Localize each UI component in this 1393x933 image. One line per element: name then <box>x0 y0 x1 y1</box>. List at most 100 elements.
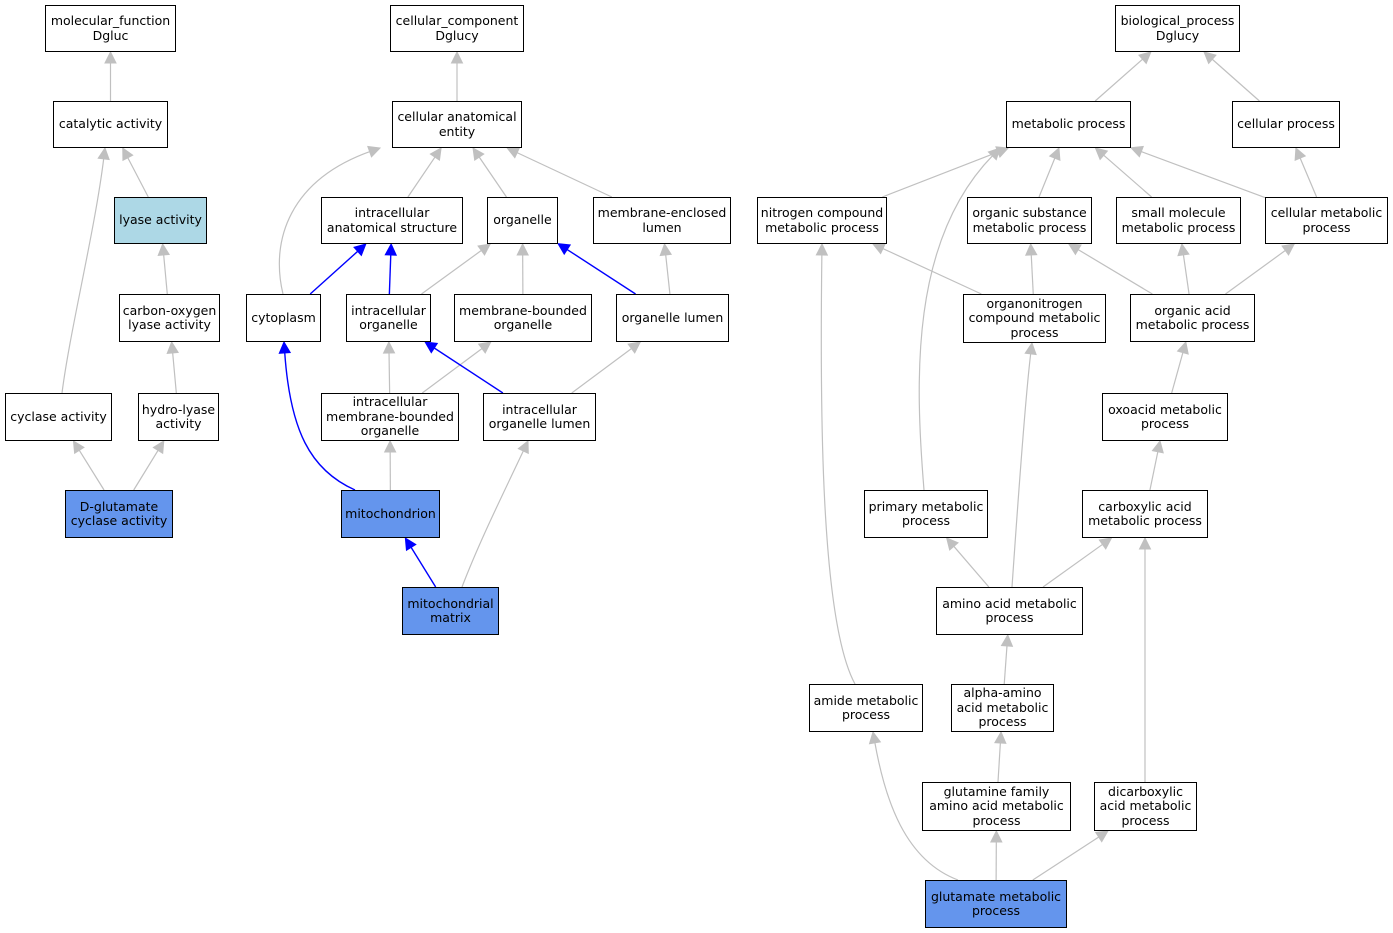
edge-cyclase-to-catalytic <box>61 146 110 394</box>
edge-co_lyase-to-lyase <box>157 242 171 295</box>
term-node-cc-root[interactable]: cellular_component Dglucy <box>390 5 524 52</box>
arrowhead <box>815 242 829 256</box>
term-node-cellular-proc[interactable]: cellular process <box>1232 101 1340 148</box>
term-node-metabolic[interactable]: metabolic process <box>1006 101 1131 148</box>
edge-dglut_cyclase-to-hydro_lyase <box>133 440 165 491</box>
term-node-primary[interactable]: primary metabolic process <box>864 490 988 538</box>
term-node-cae[interactable]: cellular anatomical entity <box>392 101 522 148</box>
edge-organonitrogen-to-nitrogen <box>871 243 982 295</box>
term-node-mf-root[interactable]: molecular_function Dgluc <box>45 5 176 52</box>
arrowhead <box>1094 830 1109 843</box>
edge-organonitrogen-to-org_subst <box>1024 242 1038 295</box>
edge-amide-to-nitrogen <box>815 242 856 685</box>
term-node-mel[interactable]: membrane-enclosed lumen <box>593 197 731 244</box>
edge-intra_org-to-organelle <box>421 243 492 295</box>
edge-hydro_lyase-to-co_lyase <box>166 340 180 394</box>
arrowhead <box>404 537 417 552</box>
term-node-org-lumen[interactable]: organelle lumen <box>616 294 729 342</box>
edge-iol-to-org_lumen <box>571 341 642 394</box>
term-node-cell-metab[interactable]: cellular metabolic process <box>1265 197 1388 244</box>
edge-imbo-to-intra_org <box>382 340 396 394</box>
arrowhead <box>506 147 521 159</box>
term-node-ias[interactable]: intracellular anatomical structure <box>321 197 463 244</box>
edge-alpha_amino-to-amino_acid <box>1000 633 1014 685</box>
term-node-dglut-cyclase[interactable]: D-glutamate cyclase activity <box>65 490 173 538</box>
term-node-glut-metab[interactable]: glutamate metabolic process <box>925 880 1067 928</box>
arrowhead <box>72 440 85 455</box>
arrowhead <box>987 147 1001 161</box>
term-node-carboxylic[interactable]: carboxylic acid metabolic process <box>1082 490 1208 538</box>
term-node-dicarboxylic[interactable]: dicarboxylic acid metabolic process <box>1094 782 1197 831</box>
edge-cellular_proc-to-bp_root <box>1203 51 1260 102</box>
arrowhead <box>1203 51 1217 65</box>
arrowhead <box>384 242 398 256</box>
arrowhead <box>353 243 367 257</box>
term-node-mito[interactable]: mitochondrion <box>341 490 440 538</box>
term-node-amide[interactable]: amide metabolic process <box>809 684 923 732</box>
edge-nitrogen-to-metabolic <box>882 146 1010 198</box>
arrowhead <box>97 146 110 161</box>
arrowhead <box>382 340 396 354</box>
edge-intra_org-to-ias <box>384 242 398 295</box>
term-node-organonitrogen[interactable]: organonitrogen compound metabolic proces… <box>963 294 1106 343</box>
term-node-cytoplasm[interactable]: cytoplasm <box>246 294 321 342</box>
arrowhead <box>1129 145 1144 158</box>
arrowhead <box>157 242 171 257</box>
arrowhead <box>477 243 492 256</box>
term-node-org-acid[interactable]: organic acid metabolic process <box>1130 294 1255 342</box>
term-node-bp-root[interactable]: biological_process Dglucy <box>1115 5 1240 52</box>
arrowhead <box>278 340 292 354</box>
arrowhead <box>557 242 572 256</box>
arrowhead <box>477 341 492 354</box>
arrowhead <box>104 50 117 64</box>
arrowhead <box>659 242 673 257</box>
arrowhead <box>1048 146 1061 162</box>
edge-cytoplasm-to-cae <box>278 145 382 295</box>
term-node-hydro-lyase[interactable]: hydro-lyase activity <box>138 393 219 441</box>
edge-oxoacid-to-org_acid <box>1171 340 1189 394</box>
edge-metabolic-to-bp_root <box>1094 51 1152 102</box>
edge-organelle-to-cae <box>472 147 507 198</box>
arrowhead <box>122 147 134 162</box>
term-node-lyase[interactable]: lyase activity <box>114 197 207 244</box>
arrowhead <box>1024 341 1037 356</box>
edge-lyase-to-catalytic <box>122 147 149 198</box>
term-node-small-mol[interactable]: small molecule metabolic process <box>1116 197 1241 244</box>
arrowhead <box>1024 242 1038 256</box>
term-node-mb-org[interactable]: membrane-bounded organelle <box>454 294 592 342</box>
term-node-alpha-amino[interactable]: alpha-amino acid metabolic process <box>951 684 1054 732</box>
term-node-mito-matrix[interactable]: mitochondrial matrix <box>402 587 499 635</box>
term-node-co-lyase[interactable]: carbon-oxygen lyase activity <box>119 294 220 342</box>
term-node-org-subst[interactable]: organic substance metabolic process <box>967 197 1092 244</box>
arrowhead <box>1138 536 1152 550</box>
edge-cae-to-cc_root <box>450 50 464 101</box>
edge-dglut_cyclase-to-cyclase <box>72 440 105 491</box>
arrowhead <box>1151 439 1164 454</box>
term-node-amino-acid[interactable]: amino acid metabolic process <box>936 587 1083 635</box>
term-node-cyclase[interactable]: cyclase activity <box>5 393 112 441</box>
arrowhead <box>1000 633 1014 647</box>
arrowhead <box>1094 147 1109 161</box>
arrowhead <box>990 829 1003 843</box>
arrowhead <box>1294 146 1307 162</box>
arrowhead <box>871 243 887 255</box>
edge-imbo-to-mb_org <box>421 341 492 394</box>
arrowhead <box>166 340 180 355</box>
term-node-catalytic[interactable]: catalytic activity <box>53 101 168 148</box>
edge-amino_acid-to-carboxylic <box>1042 537 1113 588</box>
term-node-glut-family[interactable]: glutamine family amino acid metabolic pr… <box>922 782 1071 831</box>
term-node-intra-org[interactable]: intracellular organelle <box>346 294 431 342</box>
edge-glut_family-to-alpha_amino <box>994 730 1007 783</box>
edge-cell_metab-to-cellular_proc <box>1294 146 1318 198</box>
edge-catalytic-to-mf_root <box>104 50 117 101</box>
term-node-nitrogen[interactable]: nitrogen compound metabolic process <box>757 197 887 244</box>
term-node-iol[interactable]: intracellular organelle lumen <box>483 393 596 441</box>
term-node-organelle[interactable]: organelle <box>487 197 558 244</box>
edge-org_lumen-to-organelle <box>557 242 636 295</box>
edge-dicarboxylic-to-carboxylic <box>1138 536 1152 782</box>
arrowhead <box>152 440 165 455</box>
arrowhead <box>429 147 442 162</box>
term-node-oxoacid[interactable]: oxoacid metabolic process <box>1102 393 1228 441</box>
term-node-imbo[interactable]: intracellular membrane-bounded organelle <box>321 393 459 441</box>
arrowhead <box>627 341 642 354</box>
